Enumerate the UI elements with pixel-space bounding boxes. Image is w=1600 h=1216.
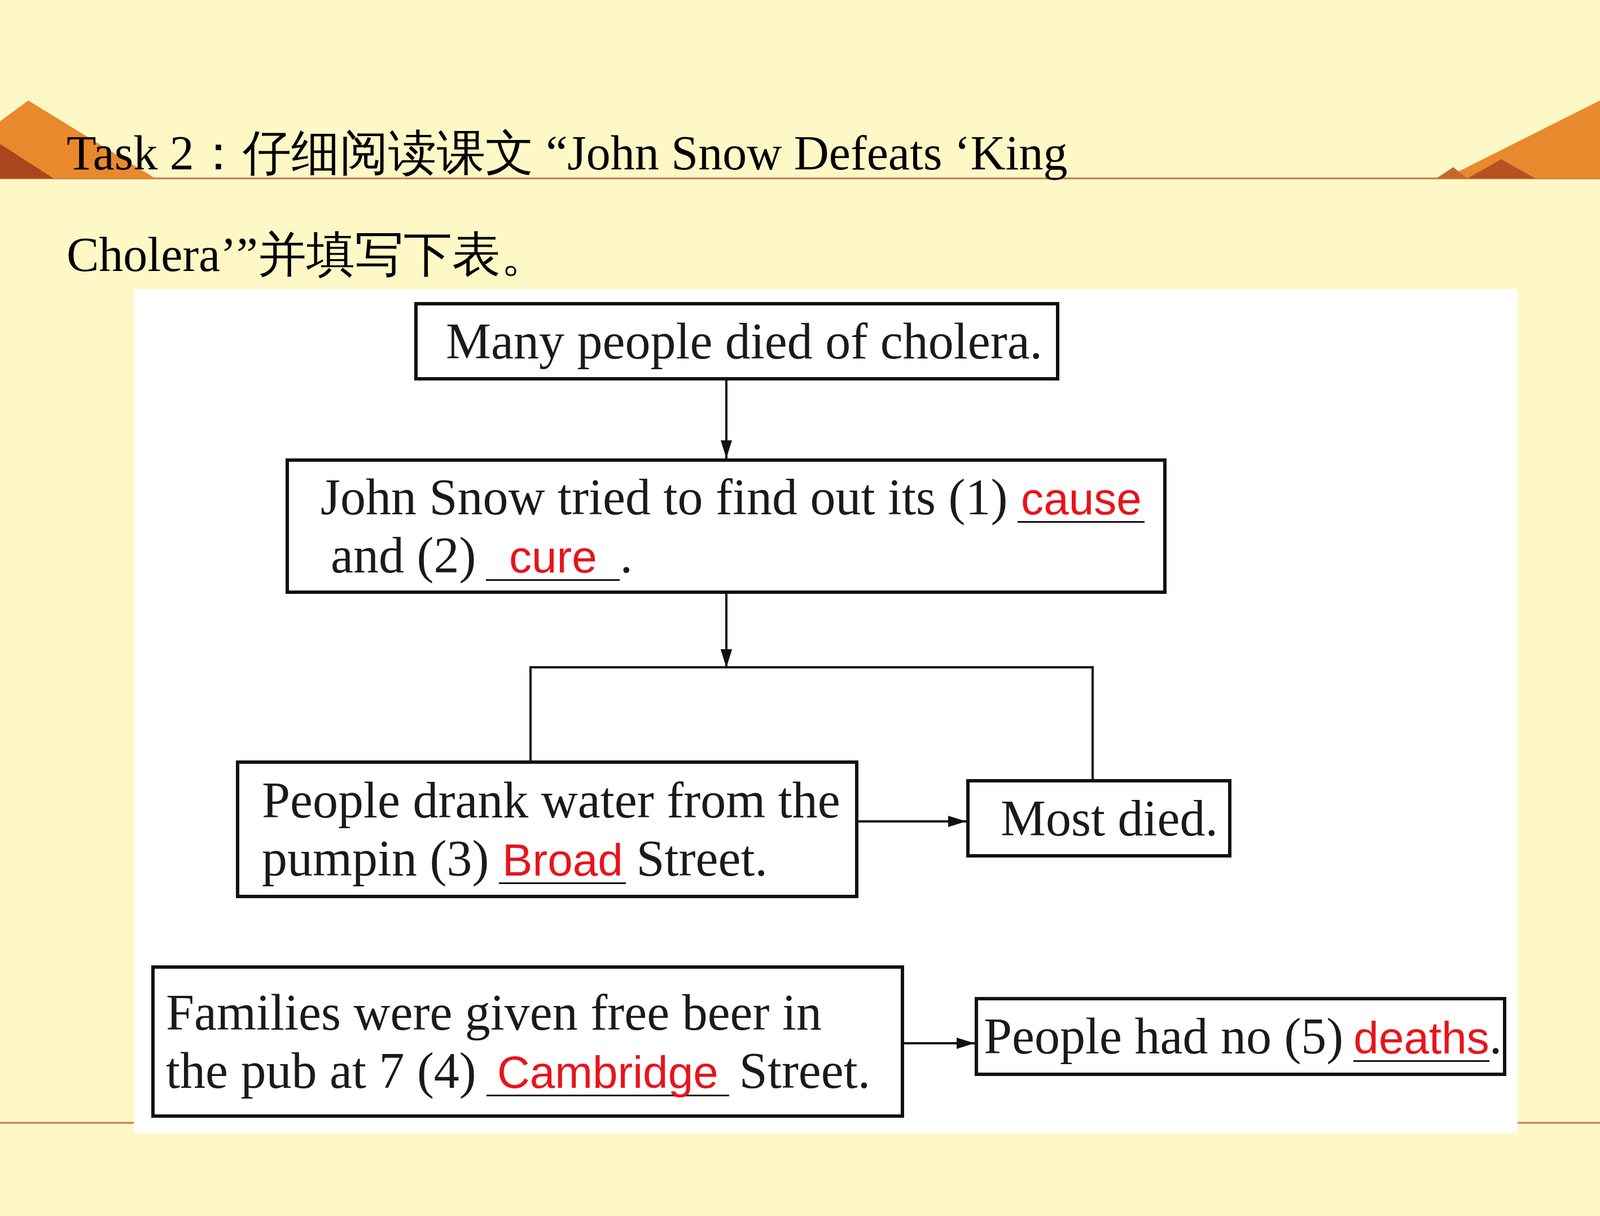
flow-box: Families were given free beer in the pub… (151, 965, 905, 1118)
box-label: Street. (739, 1042, 871, 1099)
flow-box: Most died. (966, 778, 1232, 858)
box-label: Most died. (1000, 790, 1218, 846)
flow-box: People had no (5)deaths. (974, 996, 1507, 1076)
box-label: and (2) (330, 527, 476, 583)
answer-blank: Cambridge (486, 1049, 730, 1097)
corner-triangle (1444, 100, 1600, 179)
box-label: Many people died of cholera. (445, 313, 1043, 370)
flow-box: People drank water from the pumpin (3)Br… (235, 760, 859, 898)
box-text: John Snow tried to find out its (1)cause… (320, 467, 1164, 585)
connector-arrow (720, 380, 732, 459)
connector-line (725, 380, 728, 459)
answer-blank: cause (1017, 475, 1145, 523)
connector-line (530, 593, 727, 761)
answer-blank: deaths (1353, 1014, 1489, 1062)
box-label: John Snow tried to find out its (1) (320, 468, 1008, 525)
punctuation: . (619, 527, 633, 583)
corner-triangle (1467, 159, 1536, 179)
box-label: Street. (636, 830, 767, 887)
arrow-head (720, 440, 732, 459)
arrow-head (720, 649, 732, 668)
arrow-head (948, 815, 967, 827)
corner-triangle (1436, 167, 1468, 179)
flow-box: Many people died of cholera. (414, 301, 1060, 381)
connector-arrow (530, 593, 732, 761)
connector-line (904, 1041, 975, 1045)
box-text: Many people died of cholera. (445, 312, 1043, 371)
arrow-head (956, 1037, 975, 1049)
connector-line (726, 593, 1093, 779)
flow-box: John Snow tried to find out its (1)cause… (285, 458, 1167, 594)
connector-arrow (904, 1037, 975, 1049)
arrow-head (720, 649, 732, 668)
box-label: Families were given free beer in the pub… (165, 984, 822, 1099)
corner-triangle (0, 143, 54, 179)
box-text: People had no (5)deaths. (983, 1006, 1502, 1066)
connector-arrow (858, 815, 967, 827)
box-text: Most died. (1000, 788, 1218, 848)
punctuation: . (1489, 1007, 1503, 1064)
answer-blank: cure (485, 533, 620, 581)
connector-line (858, 820, 967, 823)
answer-blank: Broad (498, 836, 626, 884)
connector-arrow (720, 593, 1093, 779)
box-text: People drank water from the pumpin (3)Br… (261, 770, 856, 888)
box-text: Families were given free beer in the pub… (165, 983, 879, 1100)
slide-title: Task 2：仔细阅读课文 “John Snow Defeats ‘King C… (66, 102, 1274, 306)
box-label: People had no (5) (983, 1007, 1344, 1064)
